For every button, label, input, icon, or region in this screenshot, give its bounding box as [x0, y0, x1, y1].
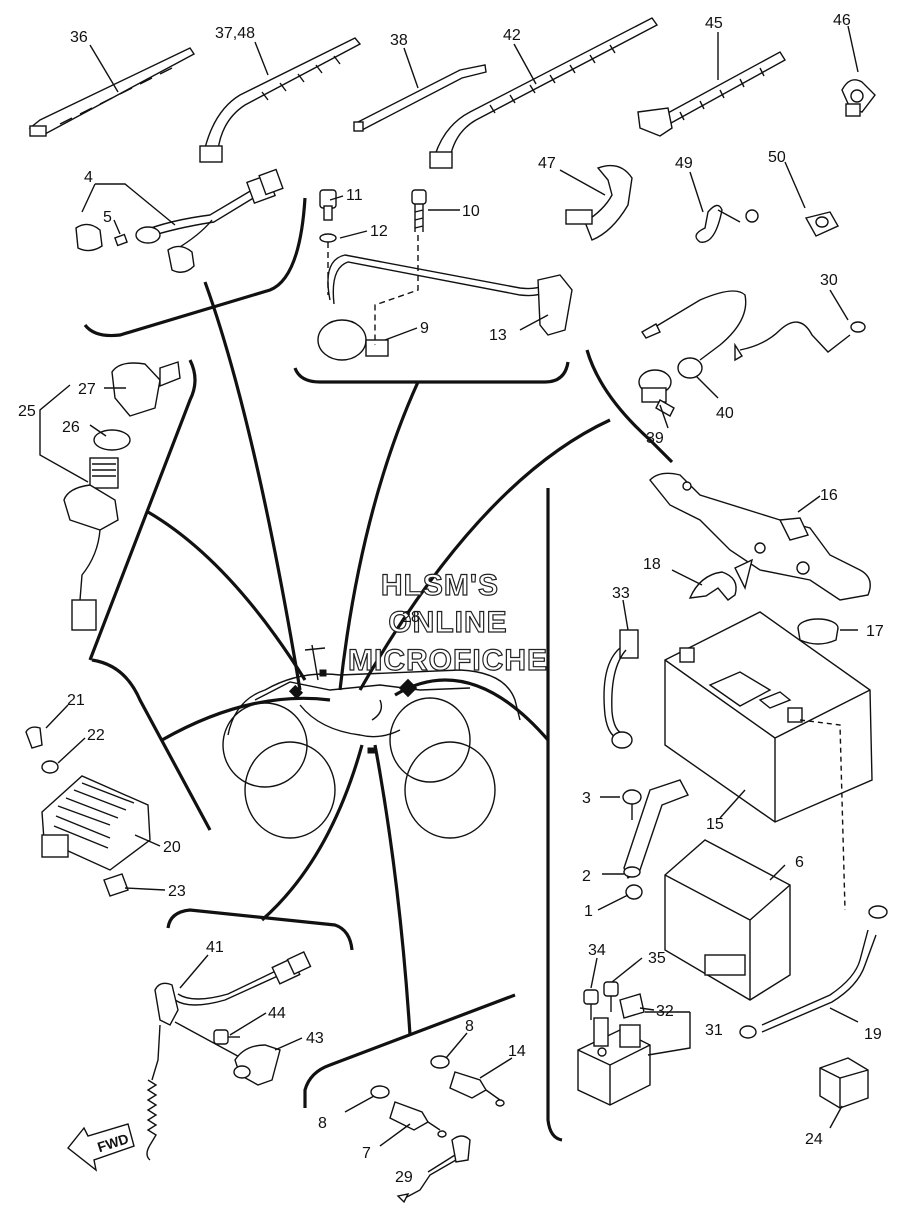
callout-3: 3 — [582, 790, 591, 807]
callout-41: 41 — [206, 939, 224, 956]
callout-49: 49 — [675, 155, 693, 172]
starter-relay-31 — [577, 1017, 651, 1106]
cable-tie-45 — [637, 51, 786, 137]
callout-13: 13 — [489, 327, 507, 344]
bolts-34-35 — [583, 981, 619, 1020]
fwd-direction-tag: FWD — [67, 1123, 135, 1172]
cable-tie-42 — [429, 17, 659, 169]
callout-29: 29 — [395, 1169, 413, 1186]
callout-5: 5 — [103, 209, 112, 226]
callout-12: 12 — [370, 223, 388, 240]
watermark-line-3: MICROFICHE — [348, 644, 548, 677]
callout-11: 11 — [346, 187, 363, 204]
callout-22: 22 — [87, 727, 105, 744]
group-brackets — [83, 197, 674, 1142]
clamp-49 — [695, 204, 759, 243]
callout-24: 24 — [805, 1131, 823, 1148]
relay-24 — [819, 1057, 869, 1109]
cable-tie-36 — [28, 47, 196, 137]
callout-18: 18 — [643, 556, 661, 573]
switch-41 — [146, 951, 312, 1161]
callout-34: 34 — [588, 942, 606, 959]
switch-14 — [449, 1071, 505, 1107]
grommet-17 — [797, 618, 839, 645]
bracket-16 — [649, 472, 871, 601]
callout-21: 21 — [67, 692, 85, 709]
callout-39: 39 — [646, 430, 664, 447]
atv-outline — [222, 644, 521, 839]
callout-43: 43 — [306, 1030, 324, 1047]
ignition-switch — [63, 361, 181, 631]
callout-4: 4 — [84, 169, 93, 186]
callout-42: 42 — [503, 27, 521, 44]
ecu-6 — [664, 839, 791, 1001]
callout-10: 10 — [462, 203, 480, 220]
watermark-line-1: HLSM'S — [381, 569, 499, 602]
leader-lines — [39, 25, 859, 1173]
switch-39 — [638, 369, 675, 417]
callout-33: 33 — [612, 585, 630, 602]
callout-50: 50 — [768, 149, 786, 166]
battery-lead-33 — [603, 629, 639, 749]
clamp-47 — [565, 164, 633, 241]
plate-43 — [233, 1044, 281, 1086]
callout-23: 23 — [168, 883, 186, 900]
callout-15: 15 — [706, 816, 724, 833]
wire-30 — [734, 321, 866, 362]
callout-45: 45 — [705, 15, 723, 32]
callout-35: 35 — [648, 950, 666, 967]
watermark-line-2: ONLINE — [388, 606, 507, 639]
callout-19: 19 — [864, 1026, 882, 1043]
callout-32: 32 — [656, 1003, 674, 1020]
screw-3-2-1 — [622, 789, 643, 900]
cable-19 — [739, 719, 888, 1039]
callout-9: 9 — [420, 320, 429, 337]
callout-8-lower: 8 — [318, 1115, 327, 1132]
callout-25: 25 — [18, 403, 36, 420]
watermark: HLSM'S ONLINE MICROFICHE — [347, 568, 548, 677]
callout-30: 30 — [820, 272, 838, 289]
callout-47: 47 — [538, 155, 556, 172]
callout-14: 14 — [508, 1043, 526, 1060]
callout-28: 28 — [402, 609, 420, 626]
battery-15 — [664, 611, 873, 823]
callout-labels: 36 37,48 38 42 45 46 4 5 11 10 12 47 49 … — [18, 12, 884, 1186]
callout-1: 1 — [584, 903, 593, 920]
switch-7 — [389, 1101, 447, 1138]
callout-7: 7 — [362, 1145, 371, 1162]
cable-tie-37-48 — [199, 37, 362, 163]
ignition-coil — [317, 189, 573, 361]
callout-36: 36 — [70, 29, 88, 46]
clip-46 — [841, 79, 876, 117]
callout-38: 38 — [390, 32, 408, 49]
bolt-44 — [213, 1029, 240, 1045]
callout-6: 6 — [795, 854, 804, 871]
callout-20: 20 — [163, 839, 181, 856]
cable-tie-38 — [353, 64, 487, 132]
connector-lines — [147, 281, 611, 1036]
callout-40: 40 — [716, 405, 734, 422]
harness-4 — [75, 168, 284, 273]
rectifier-20 — [25, 726, 151, 897]
callout-46: 46 — [833, 12, 851, 29]
sensor-40 — [641, 290, 747, 379]
callout-2: 2 — [582, 868, 591, 885]
lead-29 — [396, 1135, 471, 1204]
clamp-50 — [804, 211, 839, 237]
callout-17: 17 — [866, 623, 884, 640]
callout-31: 31 — [705, 1022, 723, 1039]
callout-27: 27 — [78, 381, 96, 398]
washer-8-upper — [430, 1055, 450, 1069]
callout-8-upper: 8 — [465, 1018, 474, 1035]
callout-26: 26 — [62, 419, 80, 436]
callout-37-48: 37,48 — [215, 25, 255, 42]
callout-16: 16 — [820, 487, 838, 504]
callout-44: 44 — [268, 1005, 286, 1022]
fuse-32 — [619, 993, 645, 1019]
washer-8-lower — [370, 1085, 390, 1099]
